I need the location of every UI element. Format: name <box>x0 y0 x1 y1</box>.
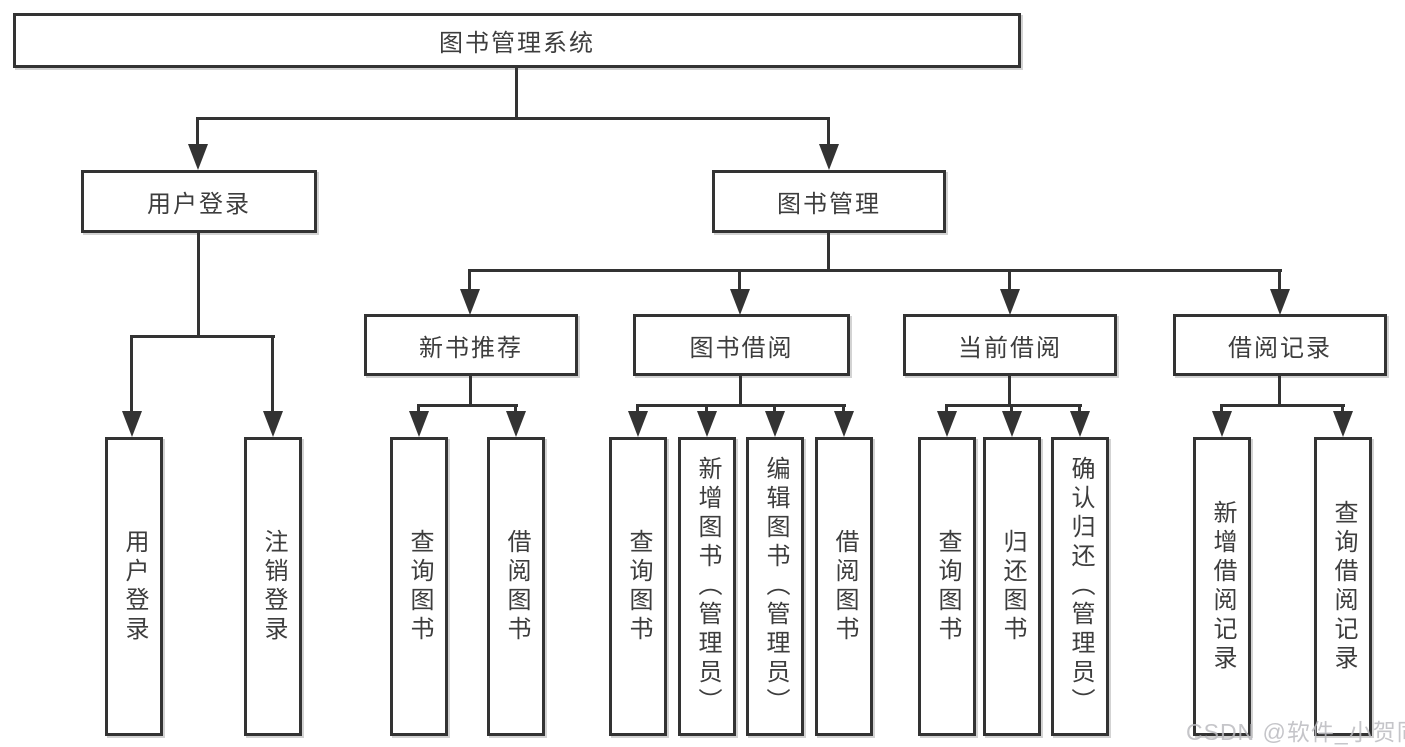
arrow-shaft <box>827 117 830 146</box>
arrow-to-cb-return <box>1002 404 1022 437</box>
connector-root-stub <box>515 68 518 120</box>
arrowhead-icon <box>765 411 785 437</box>
arrow-to-current-borrow <box>1000 269 1020 315</box>
arrow-shaft <box>945 404 948 413</box>
leaf-records-add: 新增借阅记录 <box>1193 437 1251 736</box>
arrow-shaft <box>636 404 639 413</box>
rail-newbooks-children <box>418 404 518 407</box>
rail-bookborrow-children <box>637 404 846 407</box>
arrow-to-bb-add <box>697 404 717 437</box>
arrow-to-leaf-logout <box>263 335 283 437</box>
arrowhead-icon <box>1212 411 1232 437</box>
arrow-to-nb-query <box>409 404 429 437</box>
arrow-shaft <box>1008 269 1011 291</box>
connector-newbooks-stub <box>469 376 472 407</box>
arrow-shaft <box>468 269 471 291</box>
arrow-shaft <box>1078 404 1081 413</box>
rail-userlogin-children <box>131 335 275 338</box>
arrow-shaft <box>196 117 199 146</box>
leaf-logout: 注销登录 <box>244 437 302 736</box>
node-book-borrow: 图书借阅 <box>633 314 850 376</box>
leaf-user-login: 用户登录 <box>105 437 163 736</box>
arrowhead-icon <box>506 411 526 437</box>
rail-level2 <box>197 117 830 120</box>
arrowhead-icon <box>188 144 208 170</box>
arrowhead-icon <box>1070 411 1090 437</box>
arrow-to-book-management <box>819 117 839 170</box>
node-new-book-recommend: 新书推荐 <box>364 314 578 376</box>
arrow-to-nb-borrow <box>506 404 526 437</box>
arrow-to-new-books <box>460 269 480 315</box>
arrow-to-user-login <box>188 117 208 170</box>
arrowhead-icon <box>697 411 717 437</box>
arrow-to-bb-edit <box>765 404 785 437</box>
node-current-borrow: 当前借阅 <box>903 314 1117 376</box>
arrow-shaft <box>705 404 708 413</box>
arrow-shaft <box>271 335 274 413</box>
arrow-shaft <box>514 404 517 413</box>
arrowhead-icon <box>937 411 957 437</box>
arrow-shaft <box>1010 404 1013 413</box>
arrow-shaft <box>773 404 776 413</box>
arrowhead-icon <box>1270 289 1290 315</box>
leaf-borrow-borrow: 借阅图书 <box>815 437 873 736</box>
arrow-shaft <box>1220 404 1223 413</box>
connector-userlogin-stub <box>197 233 200 338</box>
leaf-records-query: 查询借阅记录 <box>1314 437 1372 736</box>
arrow-shaft <box>417 404 420 413</box>
leaf-newbooks-query: 查询图书 <box>390 437 448 736</box>
arrowhead-icon <box>409 411 429 437</box>
arrowhead-icon <box>730 289 750 315</box>
arrowhead-icon <box>1000 289 1020 315</box>
leaf-borrow-query: 查询图书 <box>609 437 667 736</box>
arrowhead-icon <box>122 411 142 437</box>
arrowhead-icon <box>460 289 480 315</box>
arrowhead-icon <box>834 411 854 437</box>
csdn-watermark: CSDN @软件_小贺同学 <box>1186 719 1405 745</box>
arrowhead-icon <box>1002 411 1022 437</box>
arrow-to-borrow-records <box>1270 269 1290 315</box>
connector-bookmgmt-stub <box>827 233 830 272</box>
arrow-shaft <box>738 269 741 291</box>
arrowhead-icon <box>263 411 283 437</box>
node-book-management: 图书管理 <box>712 170 946 233</box>
arrow-to-book-borrow <box>730 269 750 315</box>
arrow-shaft <box>1278 269 1281 291</box>
arrow-to-br-add <box>1212 404 1232 437</box>
arrowhead-icon <box>628 411 648 437</box>
rail-bookmgmt-children <box>469 269 1282 272</box>
arrow-to-cb-query <box>937 404 957 437</box>
leaf-current-confirm-admin: 确认归还（管理员） <box>1051 437 1109 736</box>
arrowhead-icon <box>1333 411 1353 437</box>
arrow-to-cb-confirm <box>1070 404 1090 437</box>
arrow-to-bb-query <box>628 404 648 437</box>
leaf-borrow-add-admin: 新增图书（管理员） <box>678 437 736 736</box>
node-user-login: 用户登录 <box>81 170 317 233</box>
arrow-to-bb-borrow <box>834 404 854 437</box>
connector-currentborrow-stub <box>1008 376 1011 407</box>
leaf-borrow-edit-admin: 编辑图书（管理员） <box>746 437 804 736</box>
connector-records-stub <box>1278 376 1281 407</box>
rail-records-children <box>1221 404 1345 407</box>
arrow-to-br-query <box>1333 404 1353 437</box>
arrow-shaft <box>842 404 845 413</box>
connector-bookborrow-stub <box>739 376 742 407</box>
node-borrow-records: 借阅记录 <box>1173 314 1387 376</box>
rail-currentborrow-children <box>946 404 1082 407</box>
leaf-current-return: 归还图书 <box>983 437 1041 736</box>
leaf-current-query: 查询图书 <box>918 437 976 736</box>
arrowhead-icon <box>819 144 839 170</box>
node-root: 图书管理系统 <box>13 13 1021 68</box>
arrow-shaft <box>1341 404 1344 413</box>
arrow-shaft <box>130 335 133 413</box>
leaf-newbooks-borrow: 借阅图书 <box>487 437 545 736</box>
arrow-to-leaf-user-login <box>122 335 142 437</box>
